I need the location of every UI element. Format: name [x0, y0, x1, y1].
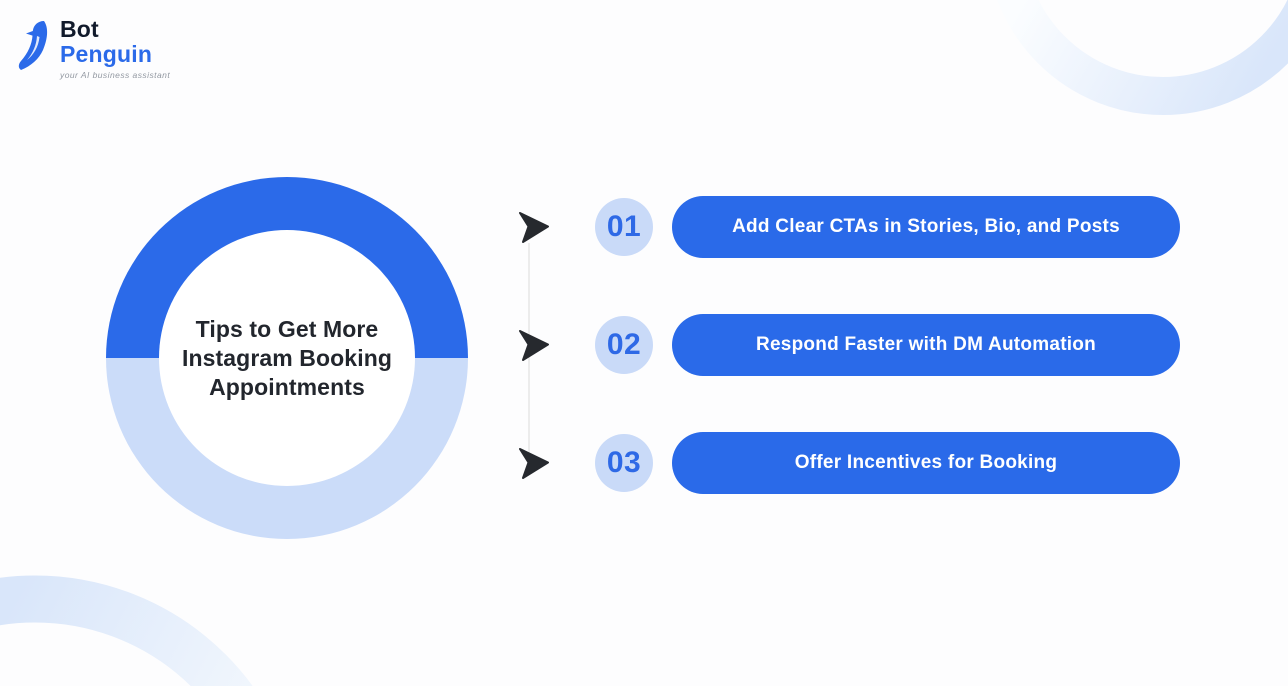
title-line-2: Instagram Booking — [181, 344, 392, 371]
arrowhead-shape — [519, 329, 549, 361]
donut-ring: Tips to Get More Instagram Booking Appoi… — [106, 177, 468, 539]
step-row-3: 03 Offer Incentives for Booking — [505, 432, 1215, 494]
step-number-badge: 01 — [595, 198, 653, 256]
infographic-title: Tips to Get More Instagram Booking Appoi… — [182, 315, 392, 402]
step-label: Offer Incentives for Booking — [794, 452, 1058, 473]
step-number: 03 — [606, 446, 642, 479]
top-right-arc — [997, 0, 1288, 115]
step-label: Add Clear CTAs in Stories, Bio, and Post… — [732, 216, 1120, 237]
step-number-badge: 03 — [595, 434, 653, 492]
step-number: 01 — [606, 210, 642, 243]
step-row-1: 01 Add Clear CTAs in Stories, Bio, and P… — [505, 196, 1215, 258]
arrow-icon — [519, 329, 549, 361]
botpenguin-logo: Bot Penguin your AI business assistant — [18, 18, 170, 80]
penguin-belly — [27, 36, 40, 60]
step-row-2: 02 Respond Faster with DM Automation — [505, 314, 1215, 376]
step-number: 02 — [606, 328, 642, 361]
bottom-left-arc — [0, 575, 253, 686]
logo-wordmark: Bot Penguin your AI business assistant — [60, 18, 170, 80]
step-pill: Respond Faster with DM Automation — [672, 314, 1180, 376]
step-number-badge: 02 — [595, 316, 653, 374]
title-line-3: Appointments — [209, 373, 365, 400]
step-pill: Offer Incentives for Booking — [672, 432, 1180, 494]
arrowhead-shape — [519, 211, 549, 243]
logo-tagline: your AI business assistant — [60, 70, 171, 80]
title-line-1: Tips to Get More — [195, 315, 379, 342]
arrow-icon — [519, 447, 549, 479]
penguin-body — [18, 21, 48, 70]
logo-bot: Bot — [60, 16, 99, 42]
step-pill: Add Clear CTAs in Stories, Bio, and Post… — [672, 196, 1180, 258]
penguin-icon — [18, 21, 48, 70]
logo-penguin: Penguin — [60, 41, 153, 67]
donut-center: Tips to Get More Instagram Booking Appoi… — [159, 230, 415, 486]
step-label: Respond Faster with DM Automation — [755, 334, 1097, 355]
arrow-icon — [519, 211, 549, 243]
arrowhead-shape — [519, 447, 549, 479]
